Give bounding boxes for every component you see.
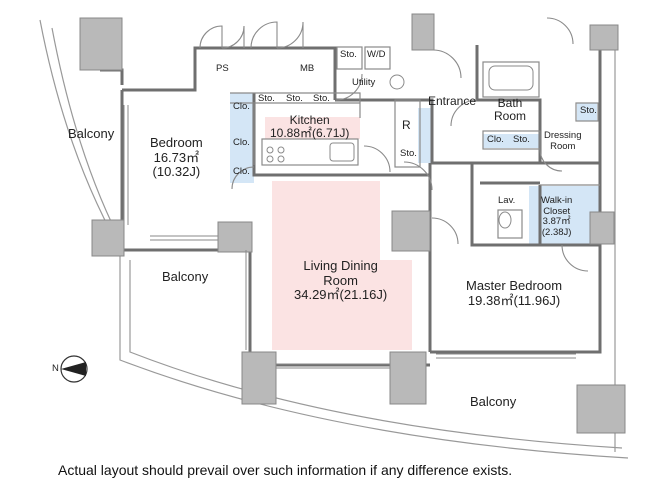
closet-tint [230, 93, 601, 246]
living-line1: Living Dining [303, 258, 378, 273]
walkin-jo: (2.38J) [541, 226, 572, 238]
bedroom-jo: (10.32J) [152, 164, 201, 180]
windows [123, 105, 576, 369]
storage-label-7: Sto. [580, 105, 597, 116]
balcony-left-label: Balcony [68, 126, 115, 141]
storage-label-4: Sto. [313, 93, 330, 104]
storage-label-5: Sto. [400, 148, 417, 159]
kitchen-name: Kitchen [289, 113, 330, 127]
bath-line2: Room [494, 109, 527, 124]
wd-label: W/D [367, 49, 386, 60]
living-area: 34.29㎡(21.16J) [294, 287, 388, 303]
compass-north-label: N [52, 363, 59, 374]
bedroom-area: 16.73㎡ [153, 149, 200, 165]
closet-label-4: Clo. [487, 134, 504, 145]
walls [100, 25, 602, 367]
storage-label-2: Sto. [258, 93, 275, 104]
pillars [79, 13, 626, 434]
entrance-label: Entrance [428, 94, 477, 108]
kitchen-area: 10.88㎡(6.71J) [270, 126, 350, 141]
doors [199, 17, 589, 272]
fixtures [266, 65, 534, 229]
ps-label: PS [216, 63, 229, 74]
balcony-middle-label: Balcony [162, 269, 209, 284]
compass-icon [60, 355, 88, 383]
living-tint [265, 117, 412, 350]
disclaimer-text: Actual layout should prevail over such i… [58, 462, 513, 478]
closet-label-1: Clo. [233, 101, 250, 112]
walkin-area: 3.87㎡ [542, 216, 571, 228]
bedroom-name: Bedroom [150, 135, 203, 150]
closet-label-2: Clo. [233, 137, 250, 148]
walkin-line1: Walk-in [541, 195, 573, 206]
interior-lines [230, 46, 600, 239]
dressing-line1: Dressing [544, 130, 582, 141]
utility-label: Utility [352, 77, 376, 88]
lav-label: Lav. [498, 195, 516, 206]
bath-line1: Bath [497, 96, 523, 110]
master-area: 19.38㎡(11.96J) [467, 292, 561, 308]
master-name: Master Bedroom [466, 278, 563, 293]
balcony-bottom-label: Balcony [470, 394, 517, 409]
fridge-label: R [402, 118, 411, 132]
storage-label-3: Sto. [286, 93, 303, 104]
walkin-line2: Closet [543, 205, 571, 217]
storage-label-6: Sto. [513, 134, 530, 145]
living-line2: Room [323, 272, 358, 288]
dressing-line2: Room [550, 140, 576, 152]
storage-label-1: Sto. [340, 49, 357, 60]
mb-label: MB [300, 63, 315, 74]
closet-label-3: Clo. [233, 166, 250, 177]
